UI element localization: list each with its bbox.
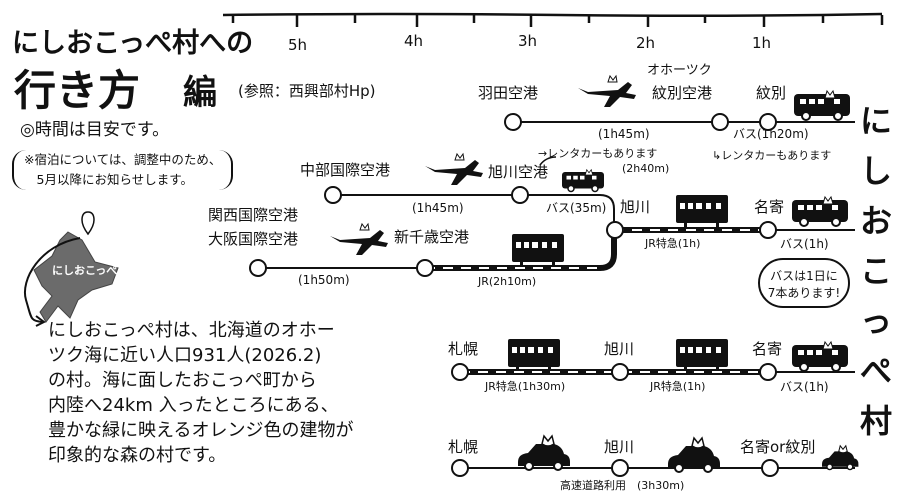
bus-time: バス(1h) — [780, 380, 829, 394]
tick-label: 2h — [636, 34, 656, 52]
station-asahikawa: 旭川 — [620, 198, 651, 216]
station-sapporo: 札幌 — [448, 340, 479, 358]
station-kansai: 関西国際空港 — [208, 206, 299, 224]
destination-vertical-title: にしおこっぺ村 — [859, 102, 892, 440]
bus-icon — [791, 341, 849, 372]
bus-time: バス(1h20m) — [733, 127, 809, 141]
station-monbetsu-airport: 紋別空港 — [652, 84, 713, 102]
station-asahikawa-airport: 旭川空港 — [488, 163, 549, 181]
jr-time: JR特急(1h30m) — [485, 380, 566, 393]
station-sapporo: 札幌 — [448, 438, 479, 456]
plane-icon — [424, 153, 484, 186]
arrow-curve — [24, 237, 81, 323]
tick-label: 5h — [288, 36, 308, 54]
car-icon — [667, 437, 721, 473]
station-asahikawa: 旭川 — [604, 438, 635, 456]
bus-time: バス(35m) — [546, 201, 607, 215]
bubble-text: バスは1日に 7本あります! — [767, 269, 841, 300]
bus-icon — [561, 169, 605, 193]
time-axis — [222, 12, 884, 27]
train-icon — [676, 339, 728, 371]
plane-icon — [577, 75, 637, 108]
page-title-suffix: 編 — [183, 73, 217, 113]
bus-icon — [791, 196, 849, 227]
station-chubu: 中部国際空港 — [300, 161, 391, 179]
rental-time: (2h40m) — [622, 162, 670, 175]
page-title-line2: 行き方 — [14, 66, 141, 115]
bus-time: バス(1h) — [780, 237, 829, 251]
jr-time: JR特急(1h) — [650, 380, 706, 393]
location-pin-icon — [81, 211, 95, 236]
station-nayoro-or-monbetsu: 名寄or紋別 — [740, 438, 816, 456]
flight-time: (1h50m) — [298, 273, 350, 287]
tick-label: 1h — [752, 34, 772, 52]
bus-frequency-bubble: バスは1日に 7本あります! — [758, 258, 850, 308]
page-title-line1: にしおこっぺ村への — [12, 28, 254, 59]
station-asahikawa: 旭川 — [604, 340, 635, 358]
lodging-note: ※宿泊については、調整中のため、 5月以降にお知らせします。 — [12, 150, 234, 190]
train-icon — [676, 195, 728, 227]
village-description: にしおこっぺ村は、北海道のオホー ツク海に近い人口931人(2026.2) の村… — [48, 320, 354, 466]
bus-icon — [793, 90, 851, 121]
rental-note: ↳レンタカーもあります — [712, 149, 832, 162]
station-markers — [249, 113, 779, 477]
flight-time: (1h45m) — [598, 127, 650, 141]
jr-time: JR特急(1h) — [645, 237, 701, 250]
station-okhotsk-line1: オホーツク — [647, 63, 712, 78]
tick-label: 3h — [518, 32, 538, 50]
car-icon — [517, 435, 571, 471]
drive-time: 高速道路利用 (3h30m) — [560, 479, 685, 492]
tick-label: 4h — [404, 32, 424, 50]
jr-time: JR(2h10m) — [478, 275, 537, 288]
car-icon — [821, 445, 860, 471]
time-note: ◎時間は目安です。 — [20, 120, 170, 140]
station-monbetsu: 紋別 — [756, 84, 787, 102]
station-haneda: 羽田空港 — [478, 84, 539, 102]
hokkaido-map — [24, 211, 119, 327]
map-label: にしおこっぺ — [52, 264, 118, 277]
rental-note: →レンタカーもあります — [538, 147, 658, 160]
train-icon — [512, 234, 564, 266]
reference-note: (参照：西興部村Hp) — [238, 82, 376, 100]
station-new-chitose: 新千歳空港 — [394, 228, 470, 246]
plane-icon — [329, 223, 389, 256]
station-osaka: 大阪国際空港 — [208, 230, 299, 248]
station-nayoro: 名寄 — [754, 198, 785, 216]
flight-time: (1h45m) — [412, 201, 464, 215]
station-nayoro: 名寄 — [752, 340, 783, 358]
chubu-route-line — [333, 194, 615, 230]
train-icon — [508, 339, 560, 371]
